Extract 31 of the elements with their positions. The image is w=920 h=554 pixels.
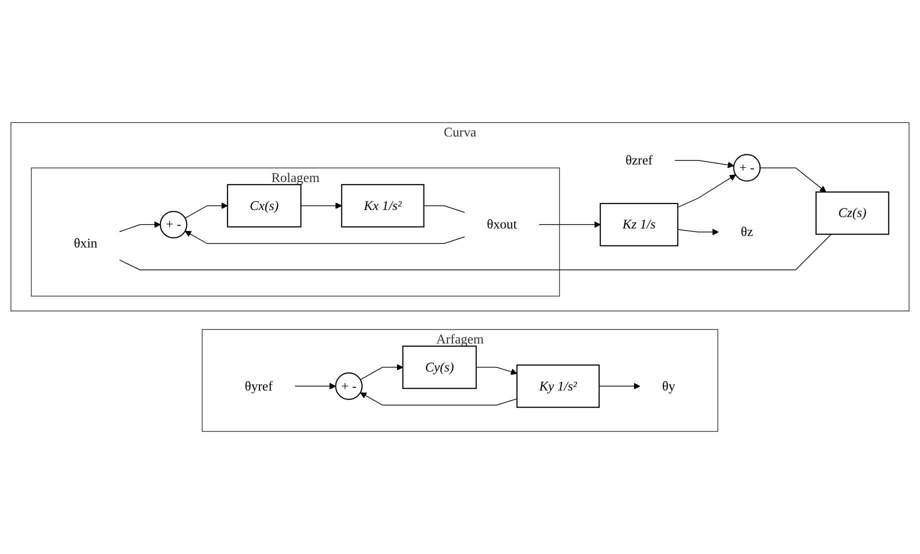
arrow <box>760 167 826 192</box>
node-text: θxout <box>486 216 517 232</box>
arrow <box>360 364 404 380</box>
arrow <box>538 221 601 228</box>
arrow <box>119 221 161 232</box>
arrow <box>360 392 518 406</box>
arrow <box>184 230 465 244</box>
node-circle: + - <box>733 154 761 182</box>
arrow <box>300 202 342 209</box>
node-circle: + - <box>335 372 363 400</box>
node-box: Cz(s) <box>816 191 890 235</box>
node-text: θxin <box>74 236 98 251</box>
connector <box>119 234 832 270</box>
connector <box>423 205 465 213</box>
arrow <box>184 202 228 219</box>
node-text: θzref <box>625 152 653 168</box>
arrow <box>677 228 719 236</box>
arrow <box>294 382 336 390</box>
node-circle: + - <box>160 210 188 238</box>
arrow <box>476 366 518 375</box>
arrow <box>677 174 736 208</box>
node-box: Kx 1/s² <box>341 184 424 228</box>
node-text: θyref <box>244 378 273 394</box>
node-box: Cy(s) <box>402 346 477 389</box>
node-box: Cx(s) <box>226 184 302 228</box>
node-text: θy <box>662 378 676 394</box>
node-box: Kz 1/s <box>600 202 678 246</box>
node-text: θz <box>740 224 754 240</box>
arrow <box>674 160 734 168</box>
node-box: Ky 1/s² <box>516 364 600 408</box>
arrow <box>598 382 640 390</box>
